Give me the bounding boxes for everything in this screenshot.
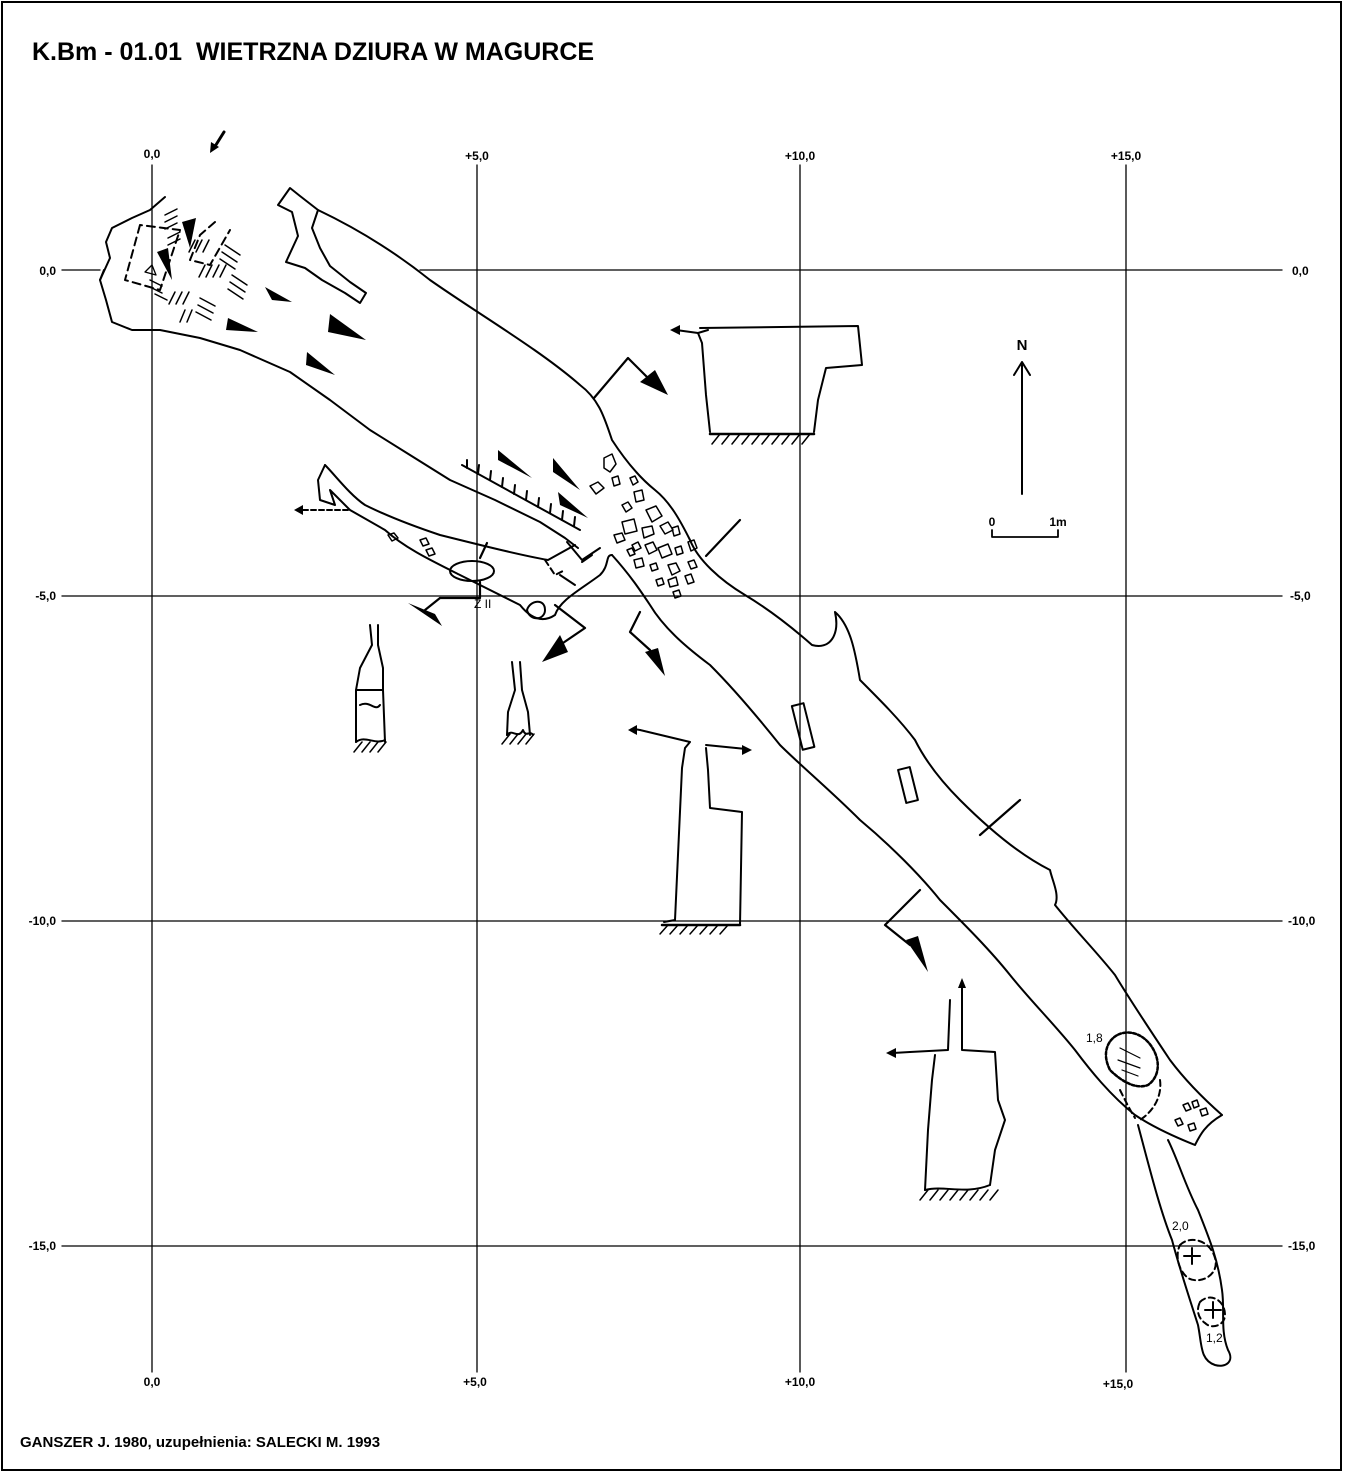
rock-slab — [897, 766, 919, 804]
y-label-right-5: -5,0 — [1290, 589, 1311, 603]
section-markers — [408, 356, 1022, 972]
scale-start: 0 — [989, 515, 996, 529]
entrance-arrow-icon — [210, 130, 226, 153]
label-zii: Z II — [474, 597, 491, 611]
x-label-bottom-0: 0,0 — [144, 1375, 161, 1389]
x-label-top-15: +15,0 — [1111, 149, 1142, 163]
x-label-top-5: +5,0 — [465, 149, 489, 163]
cross-section-3 — [501, 661, 535, 745]
y-label-right-15: -15,0 — [1288, 1239, 1316, 1253]
side-passage-arrow — [294, 505, 349, 515]
cross-section-5 — [886, 978, 1006, 1201]
y-label-right-10: -10,0 — [1288, 914, 1316, 928]
slope-triangles — [157, 218, 588, 518]
small-triangle-icon — [144, 264, 157, 276]
pit-feature — [1104, 1031, 1162, 1121]
y-label-left-15: -15,0 — [29, 1239, 57, 1253]
label-depth-1-8: 1,8 — [1086, 1031, 1103, 1045]
x-label-top-0: 0,0 — [144, 147, 161, 161]
cave-outline — [99, 187, 1232, 1367]
credit-line: GANSZER J. 1980, uzupełnienia: SALECKI M… — [20, 1434, 381, 1451]
scale-end: 1m — [1049, 515, 1066, 529]
x-label-bottom-10: +10,0 — [785, 1375, 816, 1389]
label-depth-1-2: 1,2 — [1206, 1331, 1223, 1345]
boulders — [387, 453, 1209, 1132]
ledge-hatch — [461, 459, 581, 531]
hatch-marks — [149, 208, 248, 323]
x-label-bottom-5: +5,0 — [463, 1375, 487, 1389]
y-label-left-5: -5,0 — [35, 589, 56, 603]
entrance-dashed-area — [124, 221, 231, 291]
rock-slab — [790, 702, 816, 751]
x-label-top-10: +10,0 — [785, 149, 816, 163]
x-label-bottom-15: +15,0 — [1103, 1377, 1134, 1391]
north-arrow-icon: N — [1013, 337, 1031, 495]
y-label-left-0: 0,0 — [39, 264, 56, 278]
cross-section-4 — [628, 725, 752, 935]
label-depth-2-0: 2,0 — [1172, 1219, 1189, 1233]
scale-bar: 0 1m — [989, 515, 1067, 538]
depth-points — [1176, 1238, 1226, 1328]
y-label-right-0: 0,0 — [1292, 264, 1309, 278]
map-title: K.Bm - 01.01 WIETRZNA DZIURA W MAGURCE — [32, 38, 595, 66]
north-label: N — [1017, 337, 1028, 354]
grid-lines — [61, 164, 1283, 1373]
cross-section-2 — [353, 624, 387, 753]
y-label-left-10: -10,0 — [29, 914, 57, 928]
cross-section-1 — [670, 325, 863, 445]
